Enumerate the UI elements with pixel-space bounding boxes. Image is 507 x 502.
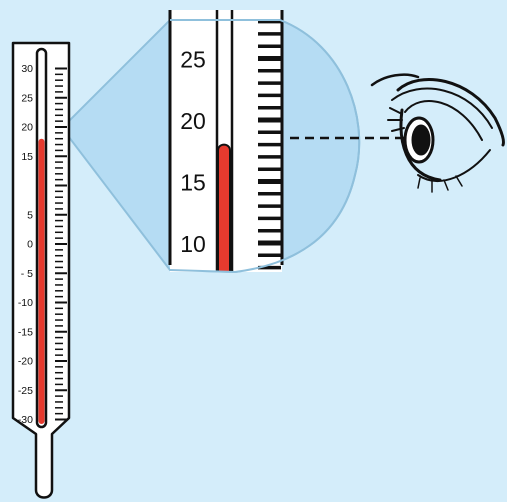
thermometer-label: 20	[21, 122, 33, 134]
thermometer-label: -20	[18, 356, 33, 368]
thermometer-liquid-column	[39, 139, 45, 424]
eye-icon	[372, 75, 503, 192]
thermometer-label: -25	[18, 385, 33, 397]
magnified-scale: 25 20 15 10	[170, 10, 282, 272]
magnified-liquid-top	[218, 145, 230, 272]
thermometer-icon: 30 25 20 15 5 0 - 5 -10 -15 -20 -25 -30	[13, 43, 69, 498]
thermometer-label: -30	[18, 414, 33, 426]
thermometer-label: 30	[21, 63, 33, 75]
magnified-label: 20	[180, 108, 206, 134]
magnified-label: 10	[180, 231, 206, 257]
thermometer-label: 5	[27, 209, 33, 221]
thermometer-label: -10	[18, 297, 33, 309]
magnified-label: 15	[180, 170, 206, 196]
thermometer-label: -15	[18, 326, 33, 338]
magnified-label: 25	[180, 47, 206, 73]
thermometer-label: 15	[21, 151, 33, 163]
thermometer-label: 0	[27, 239, 33, 251]
thermometer-label: - 5	[21, 268, 33, 280]
thermometer-label: 25	[21, 92, 33, 104]
